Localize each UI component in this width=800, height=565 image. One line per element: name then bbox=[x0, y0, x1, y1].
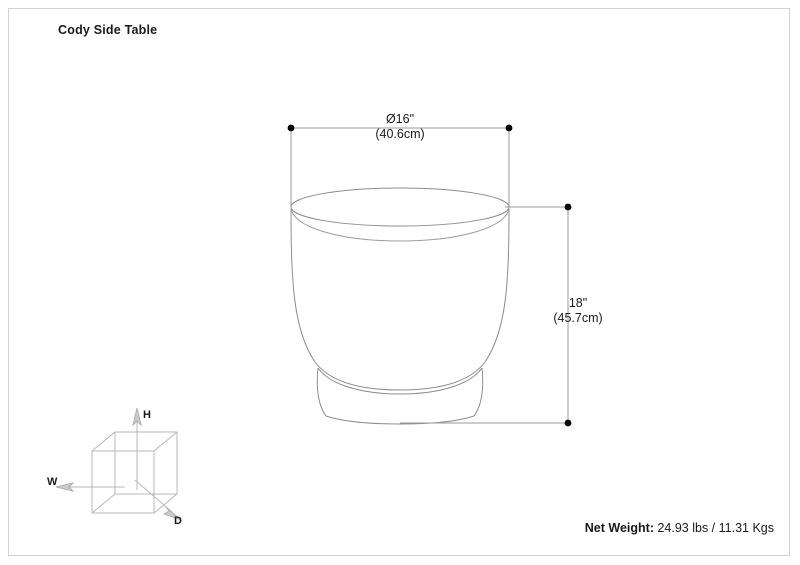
net-weight-value: 24.93 lbs / 11.31 Kgs bbox=[654, 521, 774, 535]
net-weight: Net Weight: 24.93 lbs / 11.31 Kgs bbox=[585, 521, 774, 535]
table-rim-inner-arc bbox=[290, 206, 510, 242]
product-outline bbox=[290, 187, 510, 425]
height-dimension bbox=[400, 206, 569, 424]
page-title: Cody Side Table bbox=[58, 23, 158, 37]
height-label-metric: (45.7cm) bbox=[553, 311, 603, 325]
height-label: 18" (45.7cm) bbox=[528, 296, 628, 326]
diameter-marker-left bbox=[287, 124, 295, 132]
pedestal-left-side bbox=[316, 367, 327, 417]
table-top-ellipse bbox=[290, 187, 510, 227]
diameter-dimension bbox=[290, 127, 510, 218]
height-marker-bottom bbox=[564, 419, 572, 427]
axis-line-depth bbox=[134, 479, 173, 513]
net-weight-label: Net Weight: bbox=[584, 521, 654, 535]
cube-front-face bbox=[91, 450, 155, 514]
axis-label-width: W bbox=[47, 476, 58, 488]
pedestal-bottom-arc bbox=[325, 415, 475, 425]
diameter-label: Ø16" (40.6cm) bbox=[340, 112, 460, 142]
cube-edge-bottom-left bbox=[91, 493, 116, 514]
cube-edge-top-right bbox=[153, 431, 178, 452]
axis-arrowhead-width bbox=[55, 482, 75, 492]
table-body-outline bbox=[290, 206, 510, 391]
pedestal-top-arc bbox=[317, 367, 483, 395]
axis-arrowhead-depth bbox=[162, 506, 182, 521]
axis-label-height: H bbox=[143, 409, 151, 421]
diameter-marker-right bbox=[505, 124, 513, 132]
axis-label-depth: D bbox=[174, 515, 182, 527]
height-marker-top bbox=[564, 203, 572, 211]
pedestal-right-side bbox=[473, 367, 484, 417]
axis-legend-arrows bbox=[55, 407, 182, 521]
axis-arrowhead-height bbox=[132, 407, 142, 427]
cube-back-face bbox=[114, 431, 178, 495]
cube-edge-bottom-right bbox=[153, 493, 178, 514]
cube-edge-top-left bbox=[91, 431, 116, 452]
diameter-label-metric: (40.6cm) bbox=[375, 127, 425, 141]
height-label-imperial: 18" bbox=[568, 296, 588, 310]
axis-legend-cube bbox=[91, 431, 178, 514]
diameter-label-imperial: Ø16" bbox=[385, 112, 415, 126]
